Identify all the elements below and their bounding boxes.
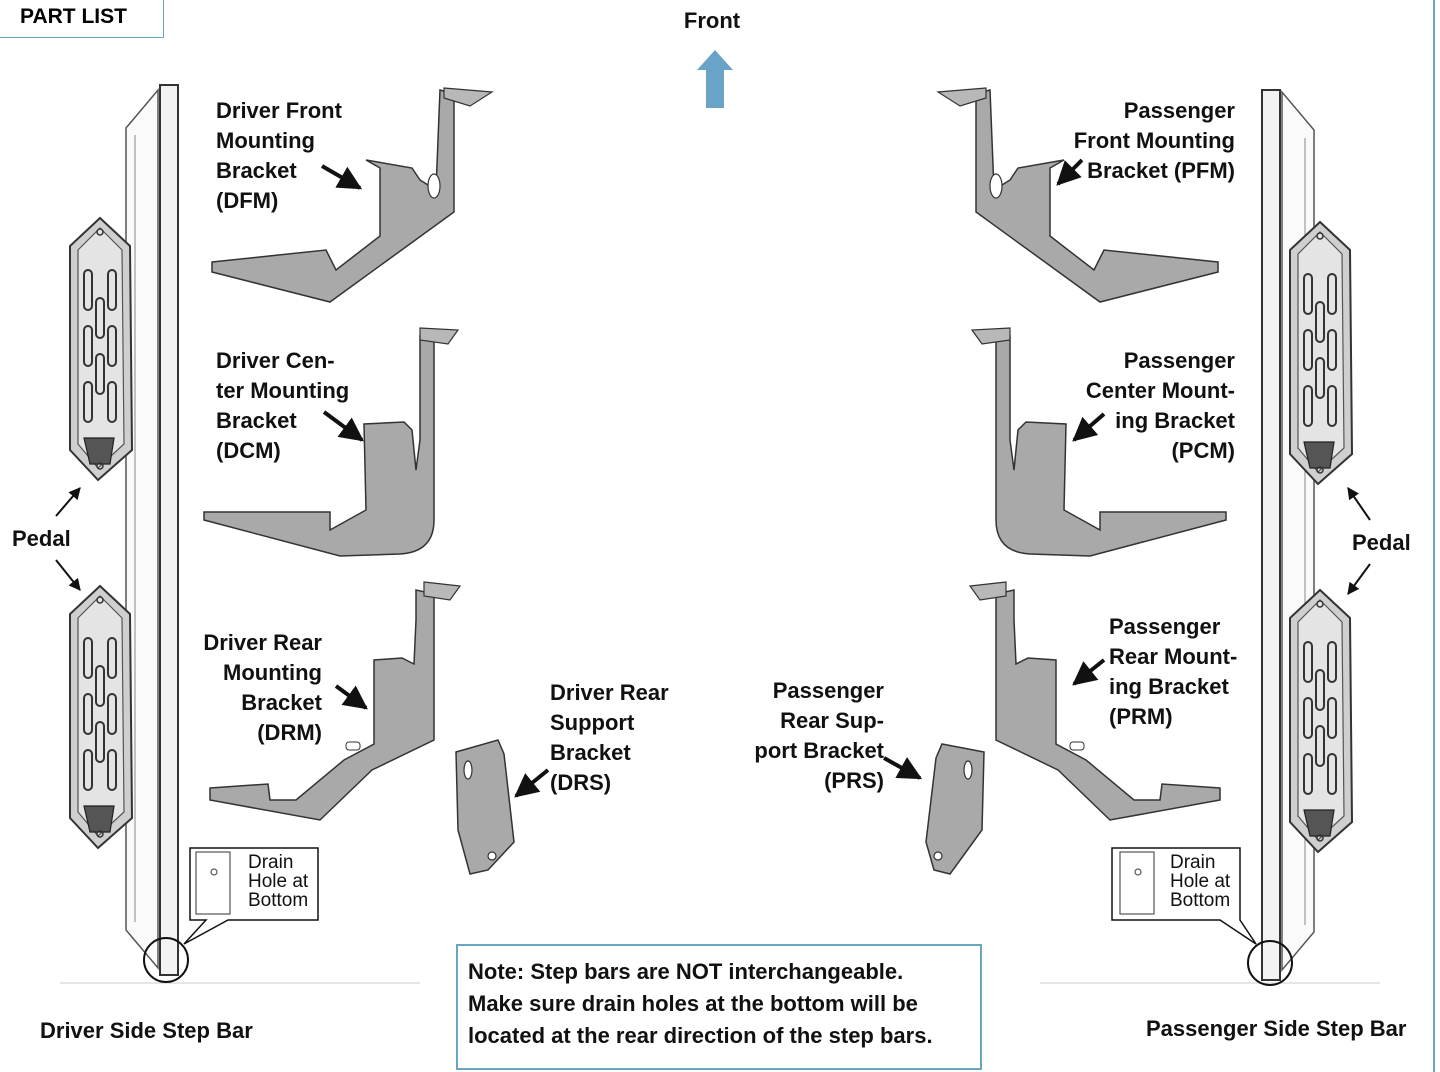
dcm-bracket	[203, 327, 460, 557]
front-arrow-icon	[697, 50, 733, 108]
front-label: Front	[683, 8, 741, 33]
pcm-bracket	[970, 327, 1227, 557]
passenger-pedal-rear	[1289, 589, 1353, 853]
driver-step-bar	[60, 84, 420, 984]
drain-callout-left	[143, 847, 319, 983]
passenger-step-bar	[1040, 89, 1380, 984]
right-border-rule	[1433, 0, 1435, 1072]
drs-bracket	[455, 739, 515, 875]
pfm-bracket	[936, 87, 1219, 303]
passenger-bar-label: Passenger Side Step Bar	[1146, 1016, 1407, 1041]
driver-pedal-rear	[69, 585, 133, 849]
prm-label: Passenger Rear Mount- ing Bracket (PRM)	[1109, 614, 1238, 729]
pedal-label-left: Pedal	[12, 526, 71, 551]
dfm-label: Driver Front Mounting Bracket (DFM)	[216, 98, 342, 213]
prs-label: Passenger Rear Sup- port Bracket (PRS)	[754, 678, 884, 793]
drs-label: Driver Rear Support Bracket (DRS)	[550, 680, 669, 795]
drain-text-right: Drain Hole at Bottom	[1170, 852, 1231, 911]
leader-arrows	[320, 158, 1106, 798]
passenger-pedal-front	[1289, 221, 1353, 485]
pcm-label: Passenger Center Mount- ing Bracket (PCM…	[1085, 348, 1235, 463]
pedal-label-right: Pedal	[1352, 530, 1411, 555]
drm-bracket	[209, 581, 462, 821]
pfm-label: Passenger Front Mounting Bracket (PFM)	[1073, 98, 1235, 183]
drm-label: Driver Rear Mounting Bracket (DRM)	[203, 630, 322, 745]
prm-bracket	[968, 581, 1221, 821]
interchange-note: Note: Step bars are NOT interchangeable.…	[456, 944, 982, 1070]
drain-text-left: Drain Hole at Bottom	[248, 852, 309, 911]
pedal-leader-arrows	[55, 487, 1371, 595]
dfm-bracket	[211, 87, 494, 303]
driver-pedal-front	[69, 217, 133, 481]
driver-bar-label: Driver Side Step Bar	[40, 1018, 253, 1043]
dcm-label: Driver Cen- ter Mounting Bracket (DCM)	[216, 348, 350, 463]
drain-callout-right	[1111, 847, 1293, 986]
prs-bracket	[925, 743, 985, 875]
part-list-tab: PART LIST	[0, 0, 164, 38]
